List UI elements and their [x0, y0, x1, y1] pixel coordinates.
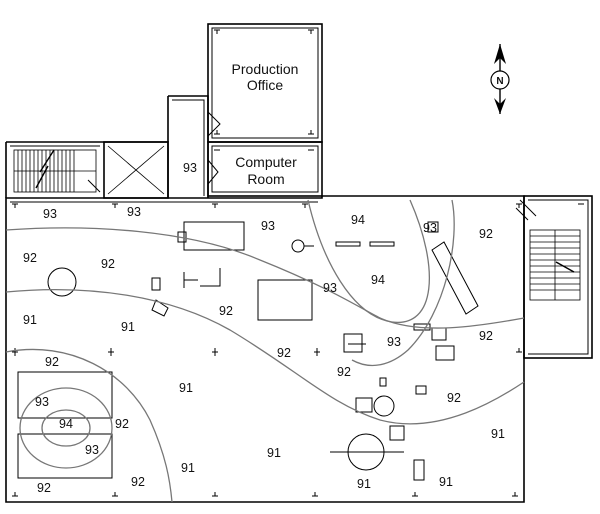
contour-94-loop: [307, 199, 431, 323]
noise-level-labels: 93 93 93 93 94 93 92 92 92 94 93 91 91 9…: [23, 161, 505, 495]
noise-level: 92: [115, 417, 129, 431]
computer-room-walls: [207, 141, 323, 197]
noise-level: 91: [23, 313, 37, 327]
noise-level: 93: [43, 207, 57, 221]
noise-level: 92: [219, 304, 233, 318]
noise-level: 92: [447, 391, 461, 405]
east-stairs: [529, 229, 581, 301]
noise-level: 91: [267, 446, 281, 460]
west-stairs: [13, 149, 97, 193]
noise-level: 93: [261, 219, 275, 233]
noise-level: 93: [323, 281, 337, 295]
production-office-label-1: Production: [232, 61, 299, 77]
bay-upper: [17, 371, 113, 419]
noise-level: 94: [59, 417, 73, 431]
elevator-shaft: [103, 141, 169, 199]
noise-level: 91: [491, 427, 505, 441]
noise-level: 91: [121, 320, 135, 334]
noise-level: 91: [439, 475, 453, 489]
production-office-label-2: Office: [247, 77, 284, 93]
conveyor-diagonal: [431, 241, 479, 315]
noise-level: 92: [45, 355, 59, 369]
computer-room-label-1: Computer: [235, 154, 297, 170]
contour-93-loop: [351, 199, 455, 367]
noise-level: 93: [387, 335, 401, 349]
equipment: [17, 221, 479, 481]
noise-level: 92: [479, 329, 493, 343]
contour-inner-94: [41, 409, 91, 447]
noise-level: 92: [479, 227, 493, 241]
column-markers: [12, 29, 584, 497]
noise-level: 92: [101, 257, 115, 271]
noise-level: 93: [35, 395, 49, 409]
contour-inner-93: [19, 387, 113, 469]
elevator-cross: [107, 145, 165, 195]
noise-level: 92: [277, 346, 291, 360]
bay-lower: [17, 433, 113, 479]
building-walls: [5, 23, 593, 503]
contour-west-92: [5, 348, 173, 503]
main-floor-outline: [5, 195, 525, 503]
corridor-walls: [167, 95, 209, 198]
noise-contours: [5, 199, 525, 503]
noise-level: 92: [337, 365, 351, 379]
noise-level: 91: [179, 381, 193, 395]
machine-table-north: [183, 221, 245, 251]
noise-level: 94: [351, 213, 365, 227]
noise-level: 92: [37, 481, 51, 495]
noise-level: 93: [85, 443, 99, 457]
east-stair-enclosure: [523, 195, 593, 359]
contour-92-91: [5, 288, 525, 425]
north-label: N: [496, 76, 503, 87]
machine-center: [257, 279, 313, 321]
noise-level: 94: [371, 273, 385, 287]
noise-level: 92: [23, 251, 37, 265]
tank-west: [47, 267, 77, 297]
contour-93-92: [5, 227, 525, 329]
noise-level: 91: [357, 477, 371, 491]
noise-level: 92: [131, 475, 145, 489]
noise-level: 93: [183, 161, 197, 175]
north-arrow-icon: N: [490, 44, 510, 114]
computer-room-label-2: Room: [247, 171, 284, 187]
noise-level: 93: [423, 221, 437, 235]
noise-level: 91: [181, 461, 195, 475]
doors: [87, 111, 537, 221]
noise-level: 93: [127, 205, 141, 219]
